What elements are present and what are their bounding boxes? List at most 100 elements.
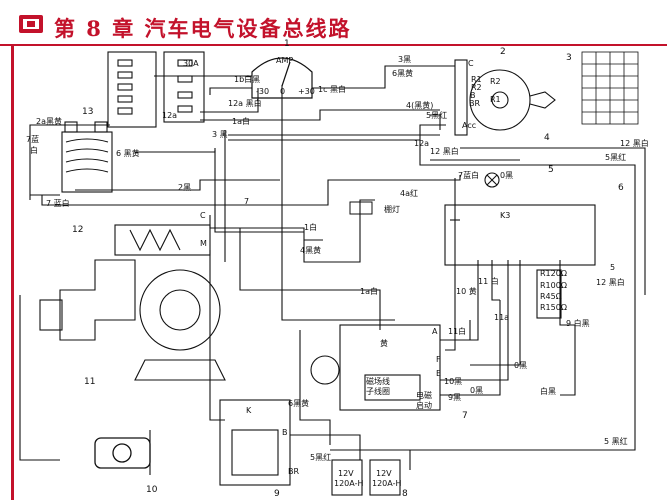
wire-label-w9b: 9黑 <box>448 393 461 402</box>
wire <box>491 260 500 301</box>
wire-label-t12a: 12a <box>162 111 177 120</box>
wire <box>559 260 576 396</box>
switch-hub <box>491 91 509 109</box>
wire <box>281 85 395 321</box>
wire-label-w4ar: 4a红 <box>400 188 418 198</box>
wire-label-tR1: R1 <box>471 75 482 84</box>
wire-label-k3: K3 <box>500 211 510 220</box>
wire-label-m30: -30 <box>256 87 269 96</box>
wire-label-baihei: 白黑 <box>540 386 556 396</box>
relay-housing <box>114 224 211 256</box>
regulator-case <box>444 204 596 266</box>
wire-label-w9wb: 9 白黑 <box>566 318 590 328</box>
wire-label-w3b2: 3 黑 <box>212 130 228 139</box>
coil-body <box>61 131 113 193</box>
fuse <box>177 91 193 99</box>
wire-label-w7lb: 7蓝 <box>26 134 39 144</box>
horn <box>94 437 151 469</box>
wires <box>19 65 646 475</box>
field-coil-box <box>364 374 421 401</box>
wire-label-w12bw: 12 黑白 <box>430 146 459 156</box>
wire-label-r120: R120Ω <box>540 269 567 278</box>
wire <box>460 147 646 295</box>
wire-label-zero: 0 <box>280 87 285 96</box>
ammeter-body <box>251 57 313 99</box>
wire-label-w6by2: 6 黑黄 <box>116 148 140 158</box>
wire <box>299 330 331 445</box>
wire-label-tC2: C <box>468 59 474 68</box>
wire <box>29 124 110 200</box>
wire-label-tK: K <box>246 406 252 415</box>
solenoid-coil <box>231 429 279 476</box>
wire-label-w1b: 1b白黑 <box>234 74 260 84</box>
coil-winding <box>65 138 109 173</box>
component-number-7: 7 <box>462 411 468 421</box>
wire-label-tA: A <box>432 327 438 336</box>
wire-label-qidong: 启动 <box>416 400 432 410</box>
wire-label-tB: B <box>282 428 288 437</box>
component-number-8: 8 <box>402 489 408 499</box>
ammeter-needle <box>281 61 291 87</box>
wire-label-w7lw: 7蓝白 <box>458 170 479 180</box>
wire-label-w6by3: 6黑黄 <box>288 398 309 408</box>
ignition-coil <box>61 121 113 193</box>
solenoid-frame <box>219 399 291 486</box>
wire-label-w3b: 3黑 <box>398 55 411 64</box>
wire <box>41 175 461 206</box>
starter-body <box>59 259 136 341</box>
component-number-6: 6 <box>618 183 624 193</box>
component-number-13: 13 <box>82 107 93 117</box>
wire-label-dianci: 电磁 <box>416 390 432 400</box>
wire <box>209 87 252 95</box>
wire-label-w12a: 12a 黑白 <box>228 98 262 108</box>
wire <box>470 260 521 366</box>
wire-label-tR2b: R2 <box>490 77 501 86</box>
wire-label-w12bw3: 12 黑白 <box>596 277 625 287</box>
battery-1 <box>331 459 363 496</box>
wire-label-w1aw: 1a白 <box>360 286 378 296</box>
book-chapter-icon <box>19 15 43 33</box>
distributor-rotor <box>159 289 201 331</box>
wire-label-tB2: B <box>470 91 476 100</box>
wire-label-r45: R45Ω <box>540 292 562 301</box>
wire <box>228 124 446 141</box>
fuse <box>117 83 133 91</box>
wire-label-w1w: 1白 <box>304 222 317 232</box>
lamp-bulb <box>484 172 500 188</box>
wire-label-w11a: 11a <box>494 313 509 322</box>
wire-label-w10y: 10 黄 <box>456 286 477 296</box>
distributor-housing <box>139 269 221 351</box>
wire-label-tC: C <box>200 211 206 220</box>
wire-label-w11w: 11 白 <box>478 276 499 286</box>
wire-label-t30a: 30A <box>183 59 199 68</box>
wire-label-w6by: 6黑黄 <box>392 68 413 78</box>
fuse <box>117 107 133 115</box>
component-number-5: 5 <box>548 165 554 175</box>
component-number-9: 9 <box>274 489 280 499</box>
header-divider <box>0 44 667 46</box>
wire <box>209 250 225 421</box>
wire-label-w5br: 5黑红 <box>426 110 447 120</box>
wire-label-tE: E <box>436 369 441 378</box>
wire-label-tM: M <box>200 239 207 248</box>
fuse <box>177 59 193 67</box>
connector-table <box>581 51 639 125</box>
wire <box>209 215 323 241</box>
wire <box>19 295 60 461</box>
wire-label-tAcc: Acc <box>462 121 476 130</box>
wire-label-w5br4: 5 黑红 <box>604 436 628 446</box>
wire-label-bat1b: 120A-H <box>334 479 363 488</box>
wire-label-huang: 黄 <box>380 338 388 348</box>
wire-label-w2b: 2黑 <box>178 183 191 192</box>
wire-label-w0b2: 0黑 <box>514 361 527 370</box>
wire-label-w4by2: 4黑黄 <box>300 245 321 255</box>
wire <box>303 199 375 263</box>
wire-label-tBR2: BR <box>469 99 480 108</box>
batteries <box>331 459 401 496</box>
wire-label-wbai: 白 <box>30 145 38 155</box>
wire-label-r150: R150Ω <box>540 303 567 312</box>
wire-label-w7lb2: 7 蓝白 <box>46 198 70 208</box>
wire-label-w5br3: 5黑红 <box>310 452 331 462</box>
